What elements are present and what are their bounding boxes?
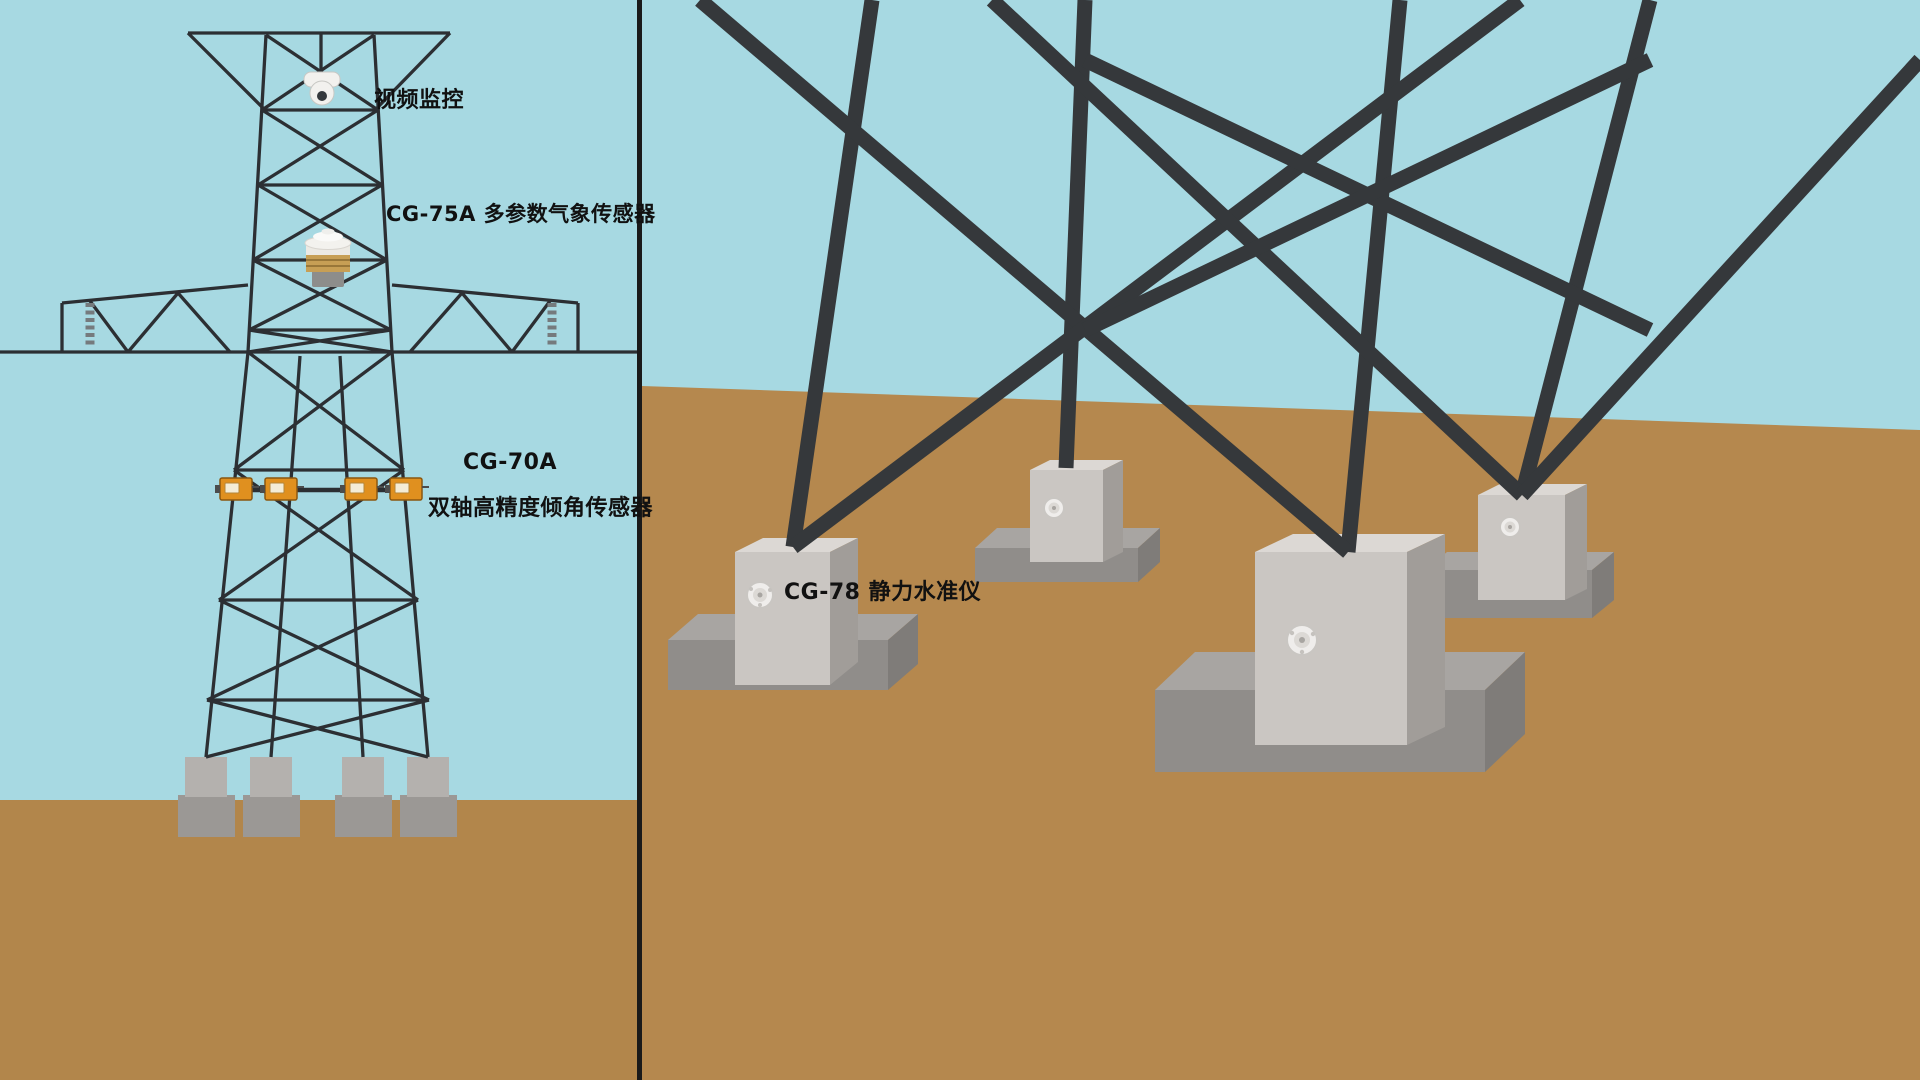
panel-divider: [637, 0, 642, 1080]
tilt-sensor-icon: [385, 477, 429, 501]
foundation-front-right: [1155, 534, 1525, 772]
right-panel-tower-base: [642, 0, 1920, 1080]
lattice-structure: [0, 31, 637, 759]
tower-leg-members: [695, 0, 1920, 558]
static-level-gauge-icon: [1286, 624, 1318, 656]
weather-sensor-label: CG-75A 多参数气象传感器: [386, 202, 656, 226]
dome-camera-icon: [303, 71, 341, 106]
right-base-drawing: [642, 0, 1920, 1080]
tilt-sensor-model-label: CG-70A: [463, 450, 557, 475]
foundation-far-right: [1425, 484, 1614, 618]
weather-station-icon: [304, 228, 352, 287]
level-gauge-label: CG-78 静力水准仪: [784, 580, 982, 605]
video-monitor-label: 视频监控: [374, 88, 465, 113]
static-level-gauge-icon: [1499, 516, 1521, 538]
tilt-sensor-icon: [215, 477, 259, 501]
tilt-sensor-icons: [215, 477, 429, 501]
static-level-gauge-icon: [746, 581, 774, 609]
foundation-front-left: [668, 538, 918, 690]
foundation-middle: [975, 460, 1160, 582]
tower-footings: [178, 757, 457, 837]
left-panel-full-tower: [0, 0, 637, 1080]
static-level-gauge-icon: [1043, 497, 1065, 519]
left-tower-drawing: [0, 31, 637, 837]
ground-left: [0, 800, 637, 1080]
tilt-sensor-icon: [340, 477, 384, 501]
tilt-sensor-icon: [260, 477, 304, 501]
tilt-sensor-name-label: 双轴高精度倾角传感器: [428, 496, 654, 521]
